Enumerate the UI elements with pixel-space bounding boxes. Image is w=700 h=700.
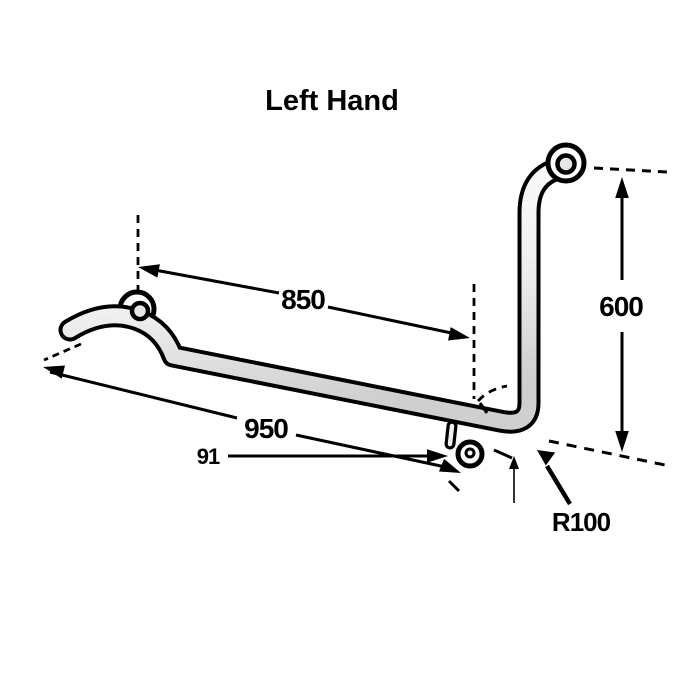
ext-line-600-top — [593, 166, 669, 174]
dim-91-label: 91 — [197, 444, 220, 469]
arrowhead-91 — [427, 449, 448, 463]
tick-bracket-right — [493, 448, 513, 460]
dim-850: 850 — [138, 264, 470, 341]
tick-bracket-top — [478, 402, 489, 414]
top-flange-hub — [555, 153, 577, 175]
pointer-arrow-up — [509, 456, 519, 503]
dim-91: 91 — [197, 444, 448, 469]
dim-600-label: 600 — [599, 291, 643, 322]
tube-surface — [62, 161, 566, 430]
dim-950-label: 950 — [244, 413, 288, 444]
extension-lines — [43, 166, 669, 493]
arrowhead-850-left — [138, 264, 160, 278]
dim-850-label: 850 — [281, 284, 325, 315]
arrowhead-950-right — [438, 458, 461, 473]
arrowhead-600-up — [615, 177, 629, 198]
arrowhead-r100 — [537, 450, 556, 466]
corner-bracket — [444, 420, 485, 469]
grab-rail — [58, 142, 587, 469]
ext-line-950-left — [43, 342, 82, 362]
diagram-title: Left Hand — [265, 85, 399, 117]
arrowhead-850-right — [448, 327, 470, 341]
arrowhead-600-down — [615, 431, 629, 452]
dim-r100-label: R100 — [552, 507, 611, 537]
arrowhead-pointer-up — [509, 456, 519, 469]
ext-line-600-bottom — [548, 439, 666, 467]
tick-bracket-bottom — [447, 479, 461, 493]
dim-950: 950 — [43, 365, 461, 473]
hidden-corner-arc — [476, 384, 508, 402]
dim-r100: R100 — [537, 450, 612, 537]
left-flange-hub — [129, 300, 151, 322]
dim-600: 600 — [599, 177, 644, 452]
arrowhead-950-left — [43, 365, 66, 379]
